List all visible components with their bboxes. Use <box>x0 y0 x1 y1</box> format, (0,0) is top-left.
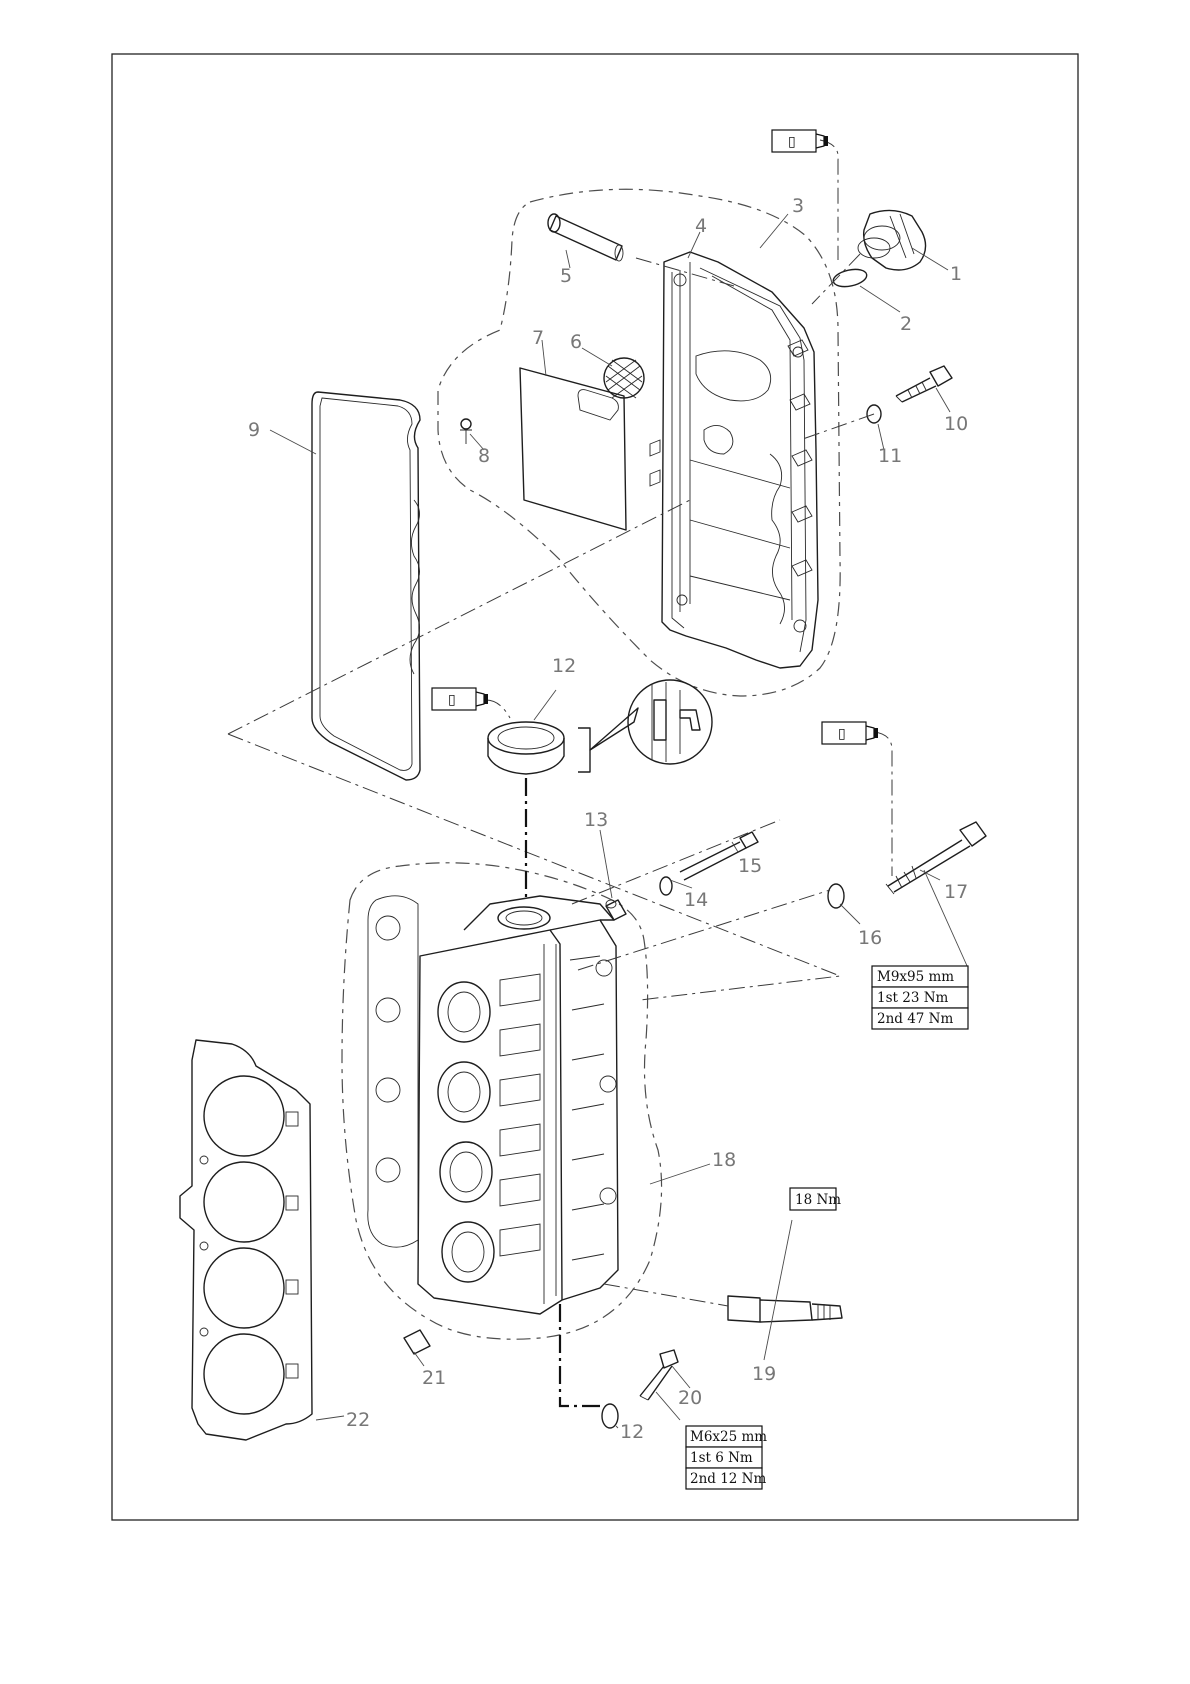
bolt-20-first: 1st 6 Nm <box>690 1450 753 1466</box>
lubricant-tube-icon: ▯ <box>432 688 488 710</box>
bolt-17-second: 2nd 47 Nm <box>877 1011 953 1027</box>
callout-8: 8 <box>478 445 490 467</box>
callout-7: 7 <box>532 327 544 349</box>
callout-9: 9 <box>248 419 260 441</box>
spark-plug-axis <box>604 1284 728 1306</box>
callout-20: 20 <box>678 1387 702 1409</box>
torque-table-bolt-17: M9x95 mm 1st 23 Nm 2nd 47 Nm <box>872 966 968 1029</box>
oil-filler-cap <box>858 210 926 270</box>
head-ports <box>438 982 494 1282</box>
callout-22: 22 <box>346 1409 370 1431</box>
callout-2: 2 <box>900 313 912 335</box>
head-gasket <box>180 1040 312 1440</box>
bolt-20-size: M6x25 mm <box>690 1429 767 1445</box>
lubricant-glyph: ▯ <box>448 692 456 708</box>
bolt-20-second: 2nd 12 Nm <box>690 1471 766 1487</box>
bolt-20 <box>640 1350 678 1400</box>
callout-15: 15 <box>738 855 762 877</box>
callout-13: 13 <box>584 809 608 831</box>
callout-19: 19 <box>752 1363 776 1385</box>
oil-seal <box>488 722 564 774</box>
valve-cover <box>650 252 818 668</box>
callout-3: 3 <box>792 195 804 217</box>
callout-16: 16 <box>858 927 882 949</box>
lubricant-lead-upper <box>820 140 838 260</box>
callout-21: 21 <box>422 1367 446 1389</box>
callout-numbers: 1 2 3 4 5 6 7 8 9 10 11 12 13 14 15 16 1… <box>248 195 968 1443</box>
callout-10: 10 <box>944 413 968 435</box>
drawing-frame <box>112 54 1078 1520</box>
crankshaft-axis-lower <box>560 1304 600 1406</box>
dowel-13 <box>606 900 626 920</box>
callout-5: 5 <box>560 265 572 287</box>
bolt-17-first: 1st 23 Nm <box>877 990 949 1006</box>
lubricant-tube-icon: ▯ <box>822 722 878 744</box>
lubricant-lead-bolt <box>874 732 892 876</box>
cover-bolt <box>896 366 952 402</box>
plate-screw <box>460 419 472 444</box>
seal-detail-pointer <box>590 708 638 750</box>
cover-gasket <box>312 392 420 780</box>
torque-table-bolt-20: M6x25 mm 1st 6 Nm 2nd 12 Nm <box>686 1426 767 1489</box>
callout-14: 14 <box>684 889 708 911</box>
spark-plug <box>728 1296 842 1322</box>
washer-12-lower <box>602 1404 618 1428</box>
leader-lines <box>270 214 968 1428</box>
mesh-filter <box>604 358 644 398</box>
dowel-21 <box>404 1330 430 1354</box>
callout-12-lower: 12 <box>620 1421 644 1443</box>
lubricant-glyph: ▯ <box>788 134 796 150</box>
lubricant-tube-icon: ▯ <box>772 130 828 152</box>
seal-detail-bracket <box>578 728 590 772</box>
cylinder-head <box>368 896 618 1314</box>
head-assembly-boundary <box>342 863 662 1339</box>
lubricant-lead-seal <box>486 700 510 718</box>
callout-12: 12 <box>552 655 576 677</box>
washer-16 <box>828 884 844 908</box>
callout-11: 11 <box>878 445 902 467</box>
callout-17: 17 <box>944 881 968 903</box>
lubricant-glyph: ▯ <box>838 726 846 742</box>
cover-assembly-boundary <box>438 189 840 696</box>
callout-6: 6 <box>570 331 582 353</box>
callout-4: 4 <box>695 215 707 237</box>
callout-1: 1 <box>950 263 962 285</box>
breather-pipe <box>548 214 623 261</box>
callout-18: 18 <box>712 1149 736 1171</box>
seal-detail-view <box>628 680 712 764</box>
torque-box-spark-plug: 18 Nm <box>790 1188 841 1210</box>
bolt-17-size: M9x95 mm <box>877 969 954 985</box>
spark-plug-torque: 18 Nm <box>795 1192 841 1208</box>
head-bolt-17 <box>886 822 986 894</box>
